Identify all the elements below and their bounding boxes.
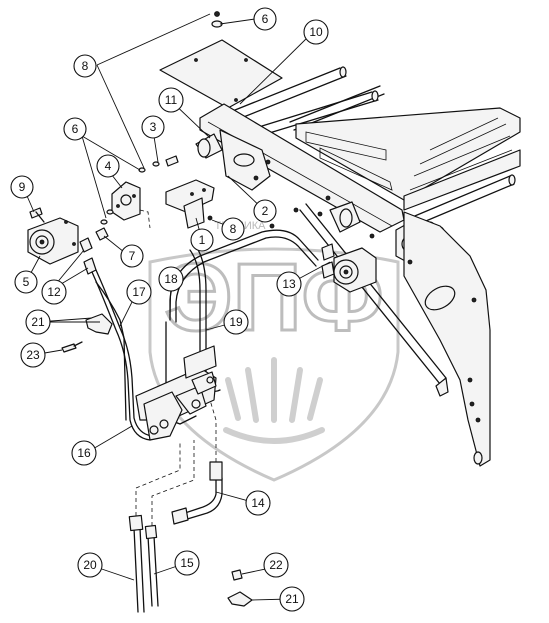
svg-text:22: 22 [269,558,283,572]
svg-text:6: 6 [72,122,79,136]
callout-11: 11 [158,87,184,113]
svg-text:6: 6 [262,12,269,26]
tube-17 [95,281,127,421]
cover-plate [159,39,283,109]
callouts: 1 2 3 4 5 6 6 7 8 8 9 10 11 12 13 14 15 … [10,7,329,612]
svg-text:9: 9 [19,180,26,194]
bolt-23 [61,343,77,353]
callout-3: 3 [141,115,165,139]
callout-13: 13 [276,271,302,297]
slotted-rail [295,107,521,201]
callout-18: 18 [158,266,184,292]
main-frame-assembly [159,39,521,467]
clamp-21b [227,591,253,607]
svg-text:11: 11 [165,93,178,107]
svg-text:18: 18 [164,272,178,286]
svg-text:17: 17 [132,285,146,299]
callout-6-top: 6 [253,7,277,31]
callout-7: 7 [120,244,144,268]
callout-19: 19 [223,309,249,335]
callout-6-left: 6 [63,117,87,141]
side-plate [403,211,491,467]
left-parts [27,11,223,275]
svg-text:23: 23 [26,348,40,362]
fitting-12a [79,237,93,253]
svg-text:5: 5 [23,275,30,289]
callout-23: 23 [20,342,46,368]
valve-block [135,345,217,441]
hose-15 [147,535,153,607]
svg-text:15: 15 [180,556,194,570]
tube-14 [181,477,217,515]
svg-text:12: 12 [47,285,61,299]
callout-5: 5 [14,270,38,294]
callout-22: 22 [263,552,289,578]
bolt-22 [231,569,243,581]
callout-15: 15 [174,550,200,576]
svg-text:3: 3 [150,120,157,134]
callout-17: 17 [126,279,152,305]
callout-12: 12 [41,279,67,305]
clamp-21a [85,313,113,335]
svg-text:14: 14 [251,496,265,510]
side-plate-cutout [424,285,456,311]
svg-text:2: 2 [262,204,269,218]
watermark-wheat-emblem [223,357,325,444]
hose-20 [133,527,139,613]
callout-10: 10 [303,19,329,45]
callout-9: 9 [10,175,34,199]
clamps [61,313,253,607]
svg-text:19: 19 [229,315,243,329]
svg-text:8: 8 [82,59,89,73]
svg-text:1: 1 [199,233,206,247]
callout-2: 2 [253,199,277,223]
svg-text:21: 21 [31,315,45,329]
callout-16: 16 [71,440,97,466]
svg-text:4: 4 [105,159,112,173]
svg-text:8: 8 [230,222,237,236]
svg-text:7: 7 [129,249,136,263]
watermark-shield [148,247,400,482]
svg-text:16: 16 [77,446,91,460]
callout-4: 4 [96,154,120,178]
svg-text:21: 21 [285,592,299,606]
callout-21-left: 21 [25,309,51,335]
callout-14: 14 [245,490,271,516]
svg-text:20: 20 [83,558,97,572]
svg-text:13: 13 [282,277,296,291]
callout-1: 1 [190,228,214,252]
callout-20: 20 [77,552,103,578]
callout-8-mid: 8 [221,217,245,241]
hydraulic-motor-center [321,243,377,293]
callout-21-bottom: 21 [279,586,305,612]
fitting-12b [83,257,97,275]
callout-8-top: 8 [73,54,97,78]
svg-text:10: 10 [309,25,323,39]
